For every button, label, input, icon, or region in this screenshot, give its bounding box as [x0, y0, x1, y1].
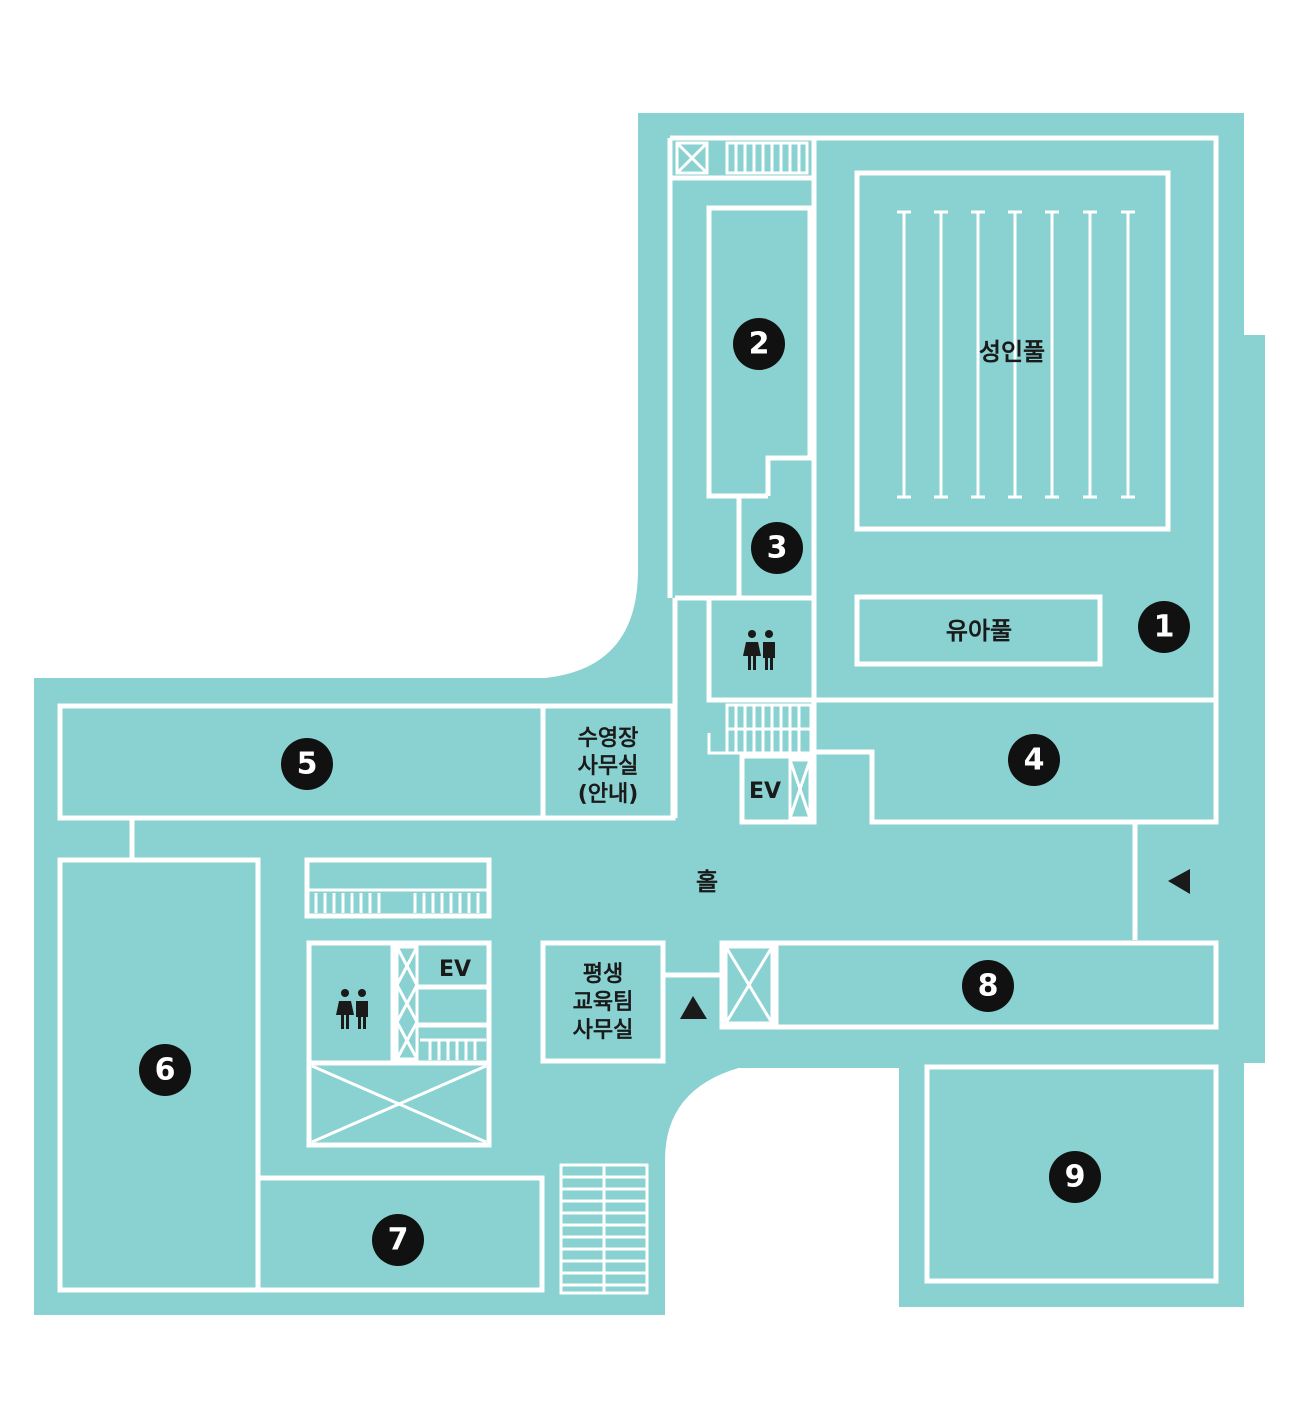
- badge-number: 5: [297, 747, 318, 782]
- badge-number: 9: [1065, 1160, 1086, 1195]
- badge-number: 1: [1154, 610, 1175, 645]
- edu-office-label-line1: 평생: [583, 962, 623, 987]
- stairs-lower-right: [559, 1163, 649, 1295]
- floor-area: [34, 113, 1265, 1315]
- room-badge-4[interactable]: 4: [1008, 734, 1060, 786]
- hall-label: 홀: [696, 868, 718, 896]
- badge-number: 4: [1024, 743, 1045, 778]
- stairs-middle: [725, 703, 813, 755]
- pool-office-label-line1: 수영장: [578, 726, 639, 751]
- badge-number: 3: [767, 531, 788, 566]
- badge-number: 8: [978, 969, 999, 1004]
- ev-upper-label: EV: [749, 779, 781, 804]
- room-badge-8[interactable]: 8: [962, 960, 1014, 1012]
- stairs-top: [725, 141, 809, 175]
- room-badge-1[interactable]: 1: [1138, 601, 1190, 653]
- badge-number: 2: [749, 327, 770, 362]
- pool-office-label-line2: 사무실: [578, 754, 639, 779]
- ev-lower-label: EV: [439, 957, 471, 982]
- walls: [57, 135, 1219, 1295]
- room-badge-6[interactable]: 6: [139, 1044, 191, 1096]
- kids-pool-label: 유아풀: [946, 617, 1012, 645]
- room-badge-3[interactable]: 3: [751, 522, 803, 574]
- triangle-left-icon: [1168, 869, 1190, 894]
- room-badge-9[interactable]: 9: [1049, 1151, 1101, 1203]
- edu-office-label-line2: 교육팀: [573, 990, 634, 1015]
- adult-pool-label: 성인풀: [979, 338, 1045, 366]
- restroom-icon: [336, 989, 368, 1029]
- edu-office-label-line3: 사무실: [573, 1018, 634, 1043]
- restroom-icon: [743, 630, 775, 670]
- badge-number: 7: [388, 1223, 409, 1258]
- room-badge-5[interactable]: 5: [281, 738, 333, 790]
- stairs-lower-left: [304, 857, 492, 919]
- triangle-up-icon: [680, 996, 707, 1019]
- pool-office-label-line3: (안내): [578, 782, 639, 807]
- badge-number: 6: [155, 1053, 176, 1088]
- room-badge-2[interactable]: 2: [733, 318, 785, 370]
- room-badge-7[interactable]: 7: [372, 1214, 424, 1266]
